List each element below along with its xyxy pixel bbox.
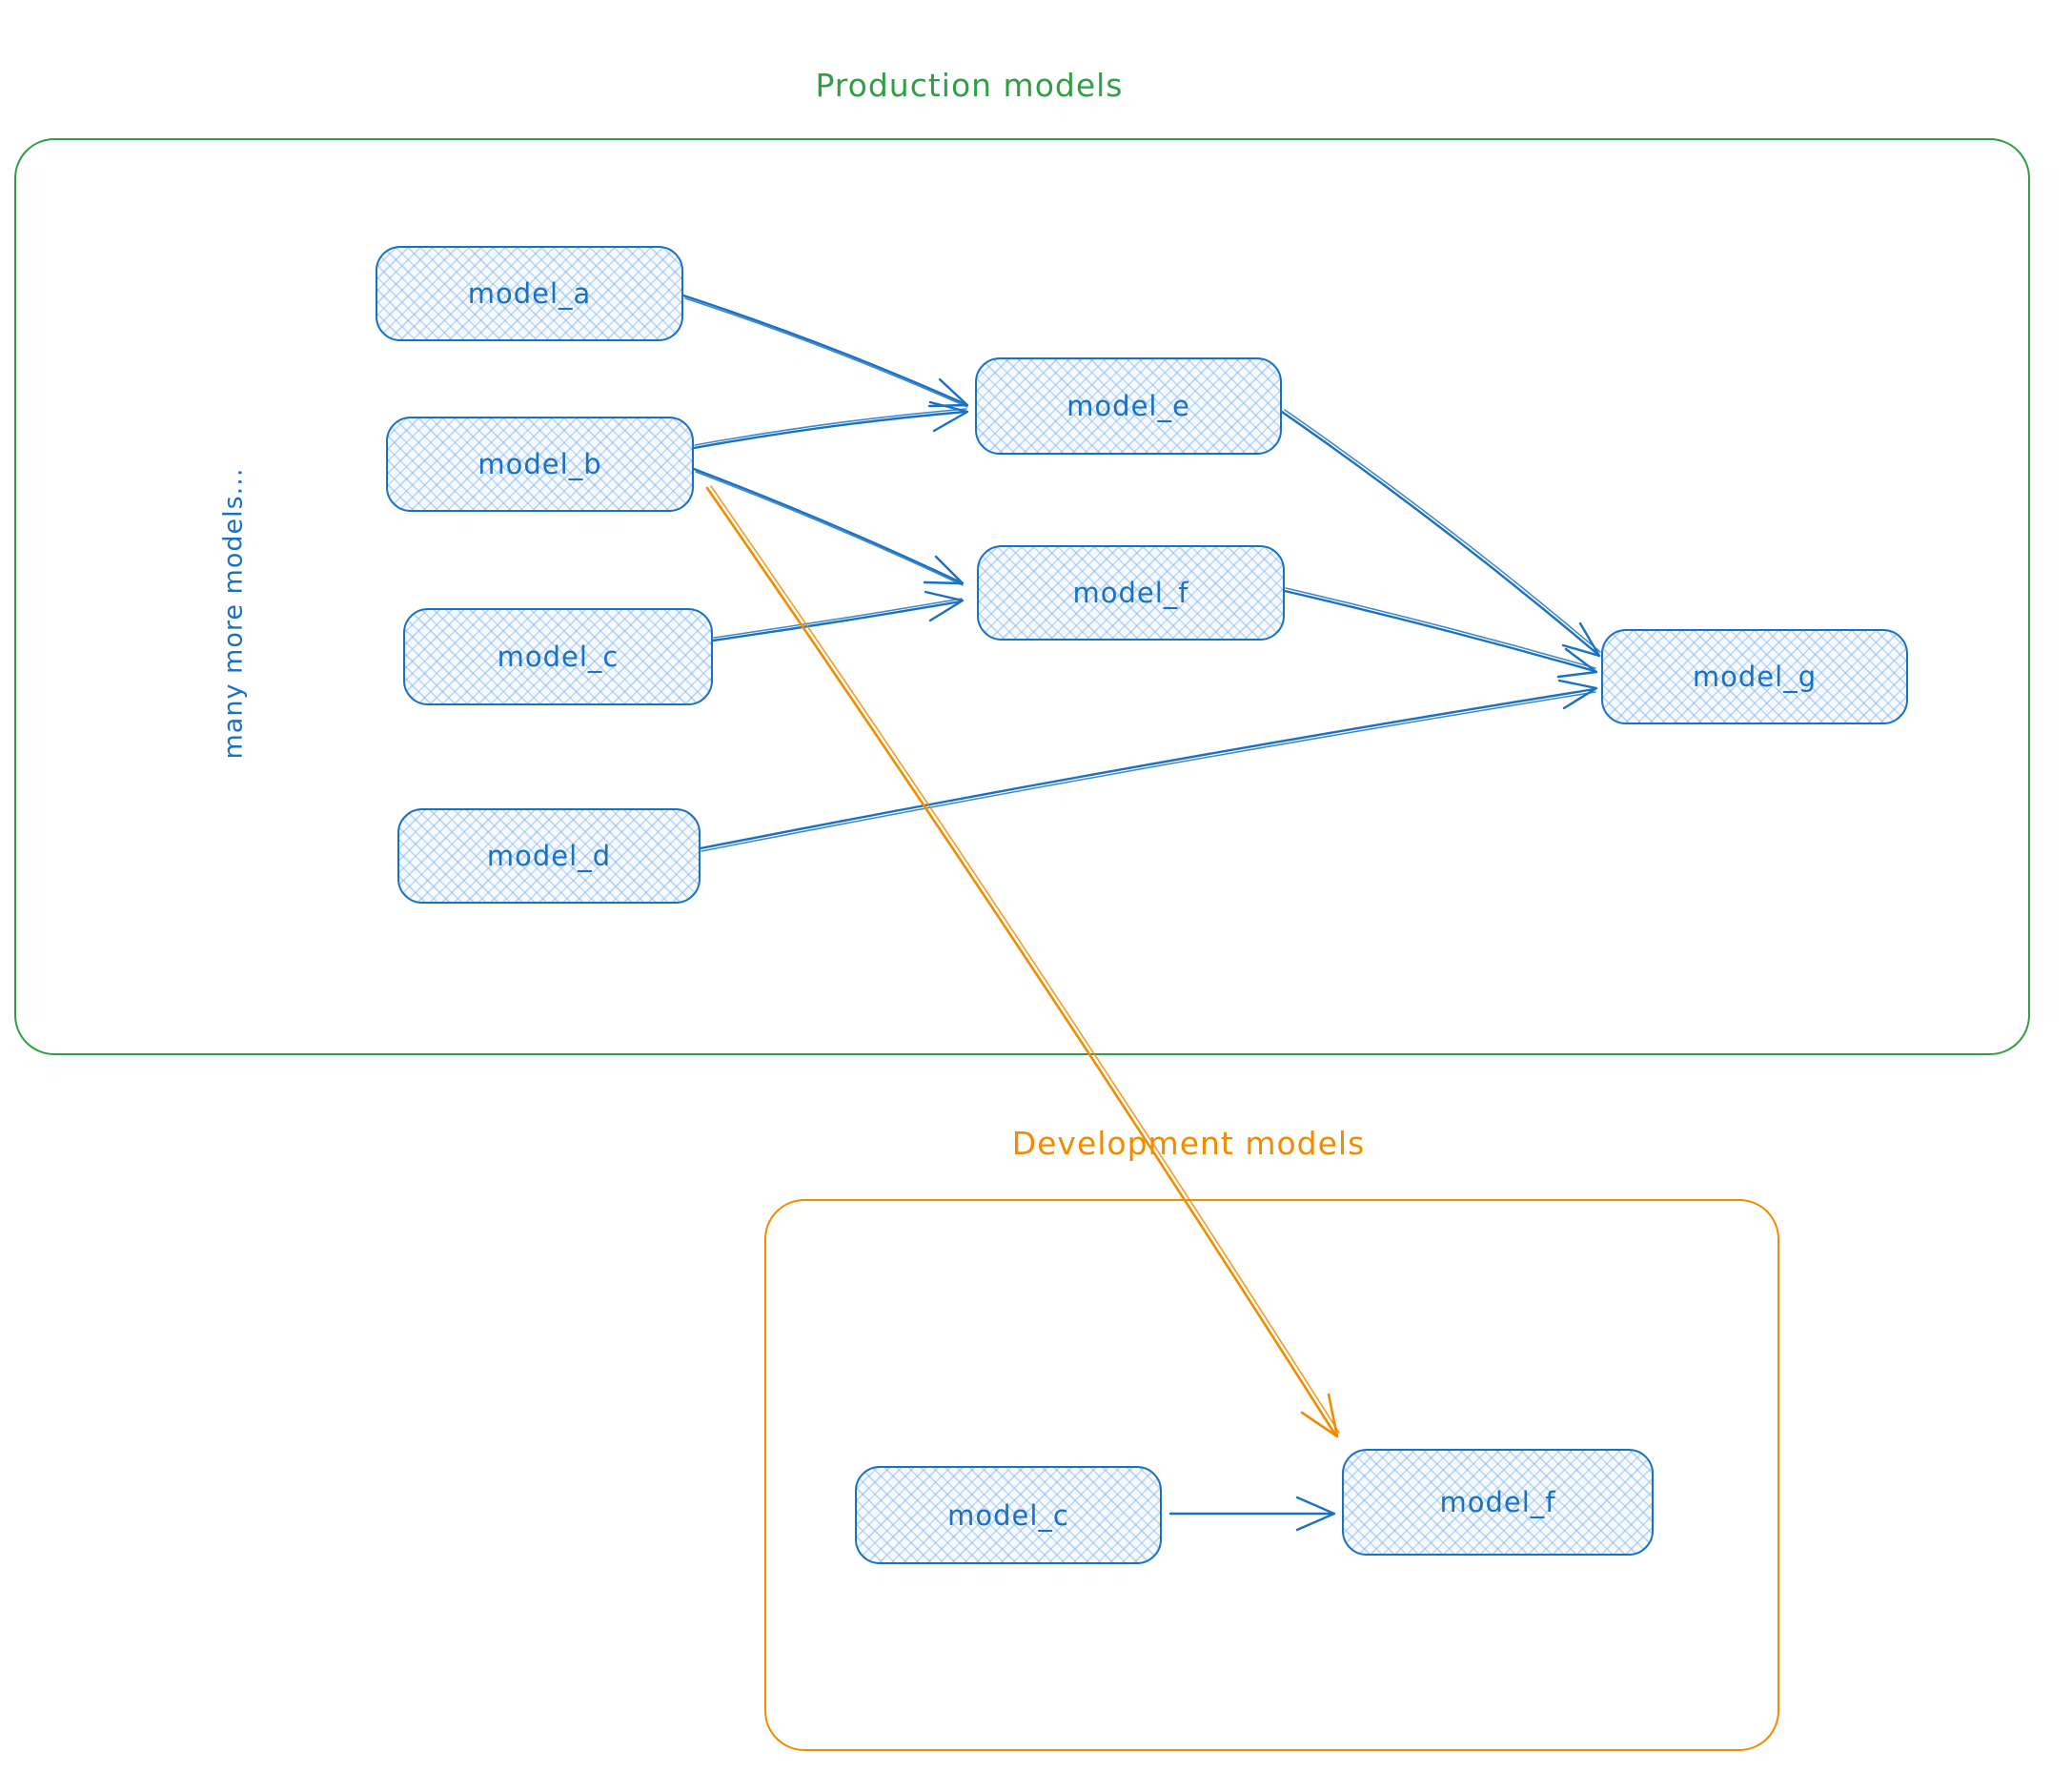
edge-model_b-model_f <box>692 467 965 586</box>
node-model_c-label: model_c <box>497 641 620 673</box>
production-group-box <box>14 138 2030 1055</box>
node-model_b-label: model_b <box>477 448 602 480</box>
edge-model_b-model_f_dev <box>705 485 1340 1438</box>
development-group-box <box>764 1199 1779 1751</box>
node-model_b: model_b <box>386 417 694 512</box>
node-model_g-label: model_g <box>1692 661 1818 693</box>
node-model_c-dev-label: model_c <box>947 1498 1069 1532</box>
node-model_e-label: model_e <box>1066 390 1190 422</box>
node-model_c: model_c <box>403 608 713 705</box>
node-model_d: model_d <box>397 808 701 904</box>
production-group-title: Production models <box>815 67 1124 104</box>
node-model_c-dev: model_c <box>855 1466 1162 1564</box>
node-model_e: model_e <box>975 357 1282 455</box>
node-model_f-dev-label: model_f <box>1439 1486 1556 1518</box>
node-model_d-label: model_d <box>486 840 612 872</box>
edge-model_e-model_g <box>1280 409 1601 658</box>
node-model_a: model_a <box>376 246 683 341</box>
edge-model_b-model_e <box>692 400 969 450</box>
edge-model_c-model_f <box>711 590 965 642</box>
node-model_f: model_f <box>977 545 1285 641</box>
edge-model_c_dev-model_f_dev <box>1168 1496 1336 1532</box>
node-model_a-label: model_a <box>467 277 592 310</box>
node-model_g: model_g <box>1601 629 1908 724</box>
edge-model_a-model_e <box>681 294 969 408</box>
edge-model_d-model_g <box>699 679 1598 852</box>
development-group-title: Development models <box>1011 1125 1366 1162</box>
edge-model_f-model_g <box>1283 587 1598 679</box>
node-model_f-label: model_f <box>1072 577 1189 609</box>
node-model_f-dev: model_f <box>1342 1449 1654 1556</box>
